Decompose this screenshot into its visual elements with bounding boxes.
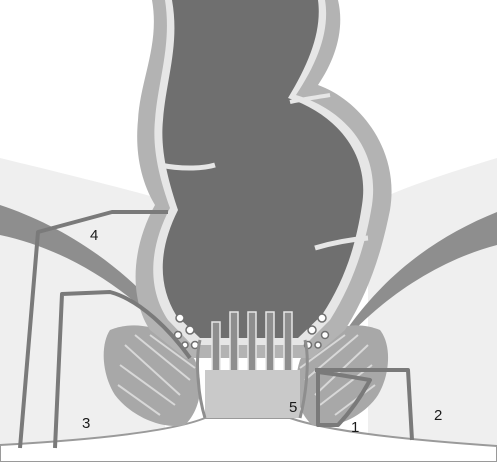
- label-5: 5: [289, 399, 297, 416]
- anal-canal: [205, 370, 300, 418]
- label-1: 1: [351, 419, 359, 436]
- label-4: 4: [90, 227, 98, 244]
- label-2: 2: [434, 407, 442, 424]
- label-3: 3: [82, 415, 90, 432]
